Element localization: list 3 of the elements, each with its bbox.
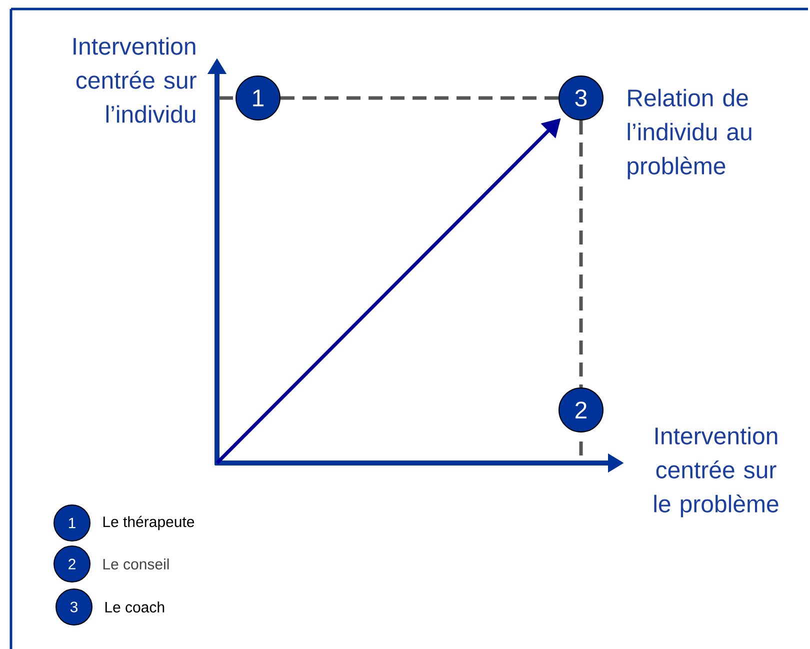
legend-text: Le conseil — [103, 558, 169, 570]
legend-text: Le thérapeute — [103, 516, 194, 530]
legend-text: Le coach — [105, 602, 164, 612]
